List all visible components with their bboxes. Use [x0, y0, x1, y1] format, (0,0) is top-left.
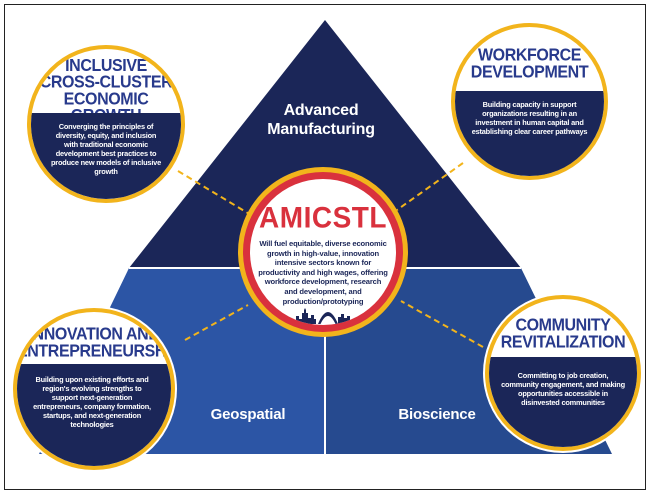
pillar-innovation-entrepreneurship: INNOVATION AND ENTREPRENEURSHIP Building…: [13, 308, 175, 470]
connector-workforce: [396, 162, 464, 211]
sector-label-advanced-manufacturing: Advanced Manufacturing: [267, 102, 375, 138]
pillar-innovation-description: Building upon existing efforts and regio…: [33, 375, 151, 429]
pillar-community-revitalization: COMMUNITY REVITALIZATION Committing to j…: [485, 295, 641, 451]
pillar-inclusive-growth: INCLUSIVE CROSS-CLUSTER ECONOMIC GROWTH …: [27, 45, 185, 203]
pillar-workforce-development: WORKFORCE DEVELOPMENT Building capacity …: [451, 23, 608, 180]
sector-label-bioscience: Bioscience: [398, 406, 476, 423]
connector-innovation: [184, 304, 249, 341]
pillar-innovation-band: [17, 364, 171, 466]
pillar-workforce-band: [455, 91, 604, 176]
pillar-innovation-title: INNOVATION AND ENTREPRENEURSHIP: [17, 325, 175, 361]
pillar-community-band: [489, 357, 637, 447]
amicstl-hub: AMICSTL Will fuel equitable, diverse eco…: [238, 167, 408, 337]
pillar-workforce-description: Building capacity in support organizatio…: [471, 100, 588, 136]
pillar-workforce-title: WORKFORCE DEVELOPMENT: [470, 46, 589, 82]
pillar-community-title: COMMUNITY REVITALIZATION: [500, 316, 626, 352]
connector-community: [400, 300, 484, 348]
hub-title: AMICSTL: [259, 201, 387, 234]
pillar-inclusive-description: Converging the principles of diversity, …: [50, 122, 162, 176]
pillar-community-description: Committing to job creation, community en…: [501, 371, 625, 407]
pyramid-top-segment: [129, 20, 521, 268]
connector-inclusive: [177, 170, 252, 216]
pillar-inclusive-band: [31, 113, 181, 199]
st-louis-skyline-icon: [292, 308, 354, 324]
hub-description: Will fuel equitable, diverse economic gr…: [258, 239, 388, 306]
sector-label-geospatial: Geospatial: [210, 406, 286, 423]
pillar-inclusive-title: INCLUSIVE CROSS-CLUSTER ECONOMIC GROWTH: [39, 56, 173, 125]
infographic-frame: Advanced Manufacturing Geospatial Biosci…: [4, 4, 646, 490]
hub-inner-circle: AMICSTL Will fuel equitable, diverse eco…: [250, 179, 396, 325]
